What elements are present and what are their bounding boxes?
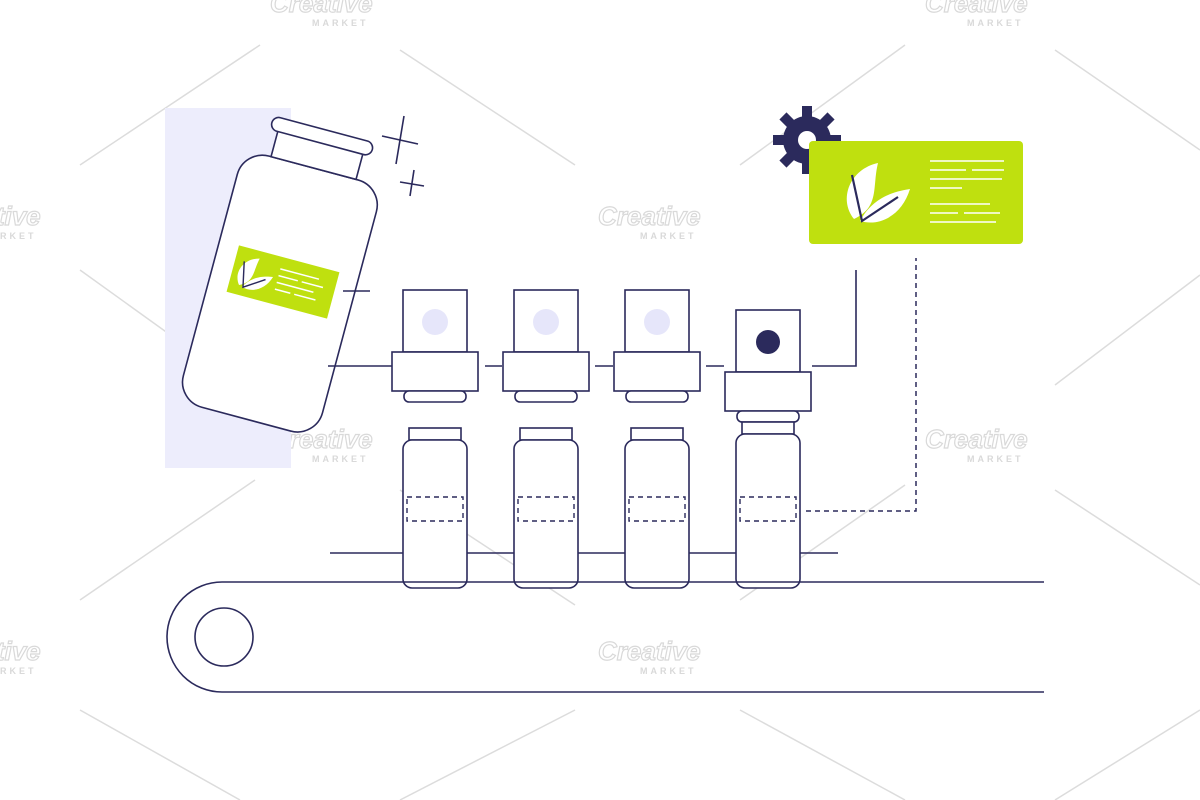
belt-roller xyxy=(194,607,254,667)
label-card xyxy=(809,141,1023,244)
sparkle-icon xyxy=(381,115,425,197)
watermark-logo: Creative MARKET xyxy=(924,423,1028,464)
watermark-logos: Creative MARKET Creative MARKET Creative… xyxy=(0,0,1028,676)
applicator-indicator xyxy=(756,330,780,354)
label-placeholder xyxy=(739,496,797,522)
watermark-sub: MARKET xyxy=(640,231,697,241)
bottle-cap xyxy=(270,116,374,156)
belt-bottle xyxy=(624,427,690,589)
watermark-brand: Creative xyxy=(925,424,1028,454)
watermark-logo: Creative MARKET xyxy=(0,200,41,241)
watermark-logo: Creative MARKET xyxy=(597,635,701,676)
watermark-brand: Creative xyxy=(598,636,701,666)
watermark-sub: MARKET xyxy=(640,666,697,676)
watermark-sub: MARKET xyxy=(0,231,37,241)
applicator-head xyxy=(391,289,479,403)
leaf-icon xyxy=(846,163,910,223)
card-text-lines xyxy=(930,160,1004,223)
applicator-indicator xyxy=(644,309,670,335)
applicator-head xyxy=(502,289,590,403)
watermark-sub: MARKET xyxy=(967,454,1024,464)
watermark-brand: Creative xyxy=(0,636,41,666)
label-placeholder xyxy=(628,496,686,522)
dashed-connector xyxy=(806,258,917,512)
label-text-lines xyxy=(274,268,324,301)
watermark-sub: MARKET xyxy=(0,666,37,676)
watermark-brand: Creative xyxy=(270,0,373,18)
watermark-brand: Creative xyxy=(925,0,1028,18)
watermark-lines xyxy=(79,44,1200,800)
applicator-indicator xyxy=(422,309,448,335)
belt-bottle xyxy=(735,421,801,589)
tilted-bottle xyxy=(181,116,379,433)
applicator-heads xyxy=(391,289,812,423)
watermark-brand: Creative xyxy=(0,201,41,231)
applicator-head xyxy=(613,289,701,403)
bottle-label xyxy=(226,245,340,319)
watermark-logo: Creative MARKET xyxy=(269,0,373,28)
label-placeholder xyxy=(517,496,575,522)
watermark-logo: Creative MARKET xyxy=(0,635,41,676)
applicator-head xyxy=(724,309,812,423)
watermark-sub: MARKET xyxy=(312,454,369,464)
belt-bottles xyxy=(402,421,801,589)
watermark-logo: Creative MARKET xyxy=(597,200,701,241)
watermark-sub: MARKET xyxy=(312,18,369,28)
watermark-sub: MARKET xyxy=(967,18,1024,28)
applicator-indicator xyxy=(533,309,559,335)
gear-icon xyxy=(773,106,841,174)
conveyor-belt xyxy=(166,581,1044,693)
watermark-logo: Creative MARKET xyxy=(924,0,1028,28)
belt-bottle xyxy=(402,427,468,589)
leaf-icon xyxy=(237,258,274,290)
belt-bottle xyxy=(513,427,579,589)
label-placeholder xyxy=(406,496,464,522)
watermark-brand: Creative xyxy=(598,201,701,231)
